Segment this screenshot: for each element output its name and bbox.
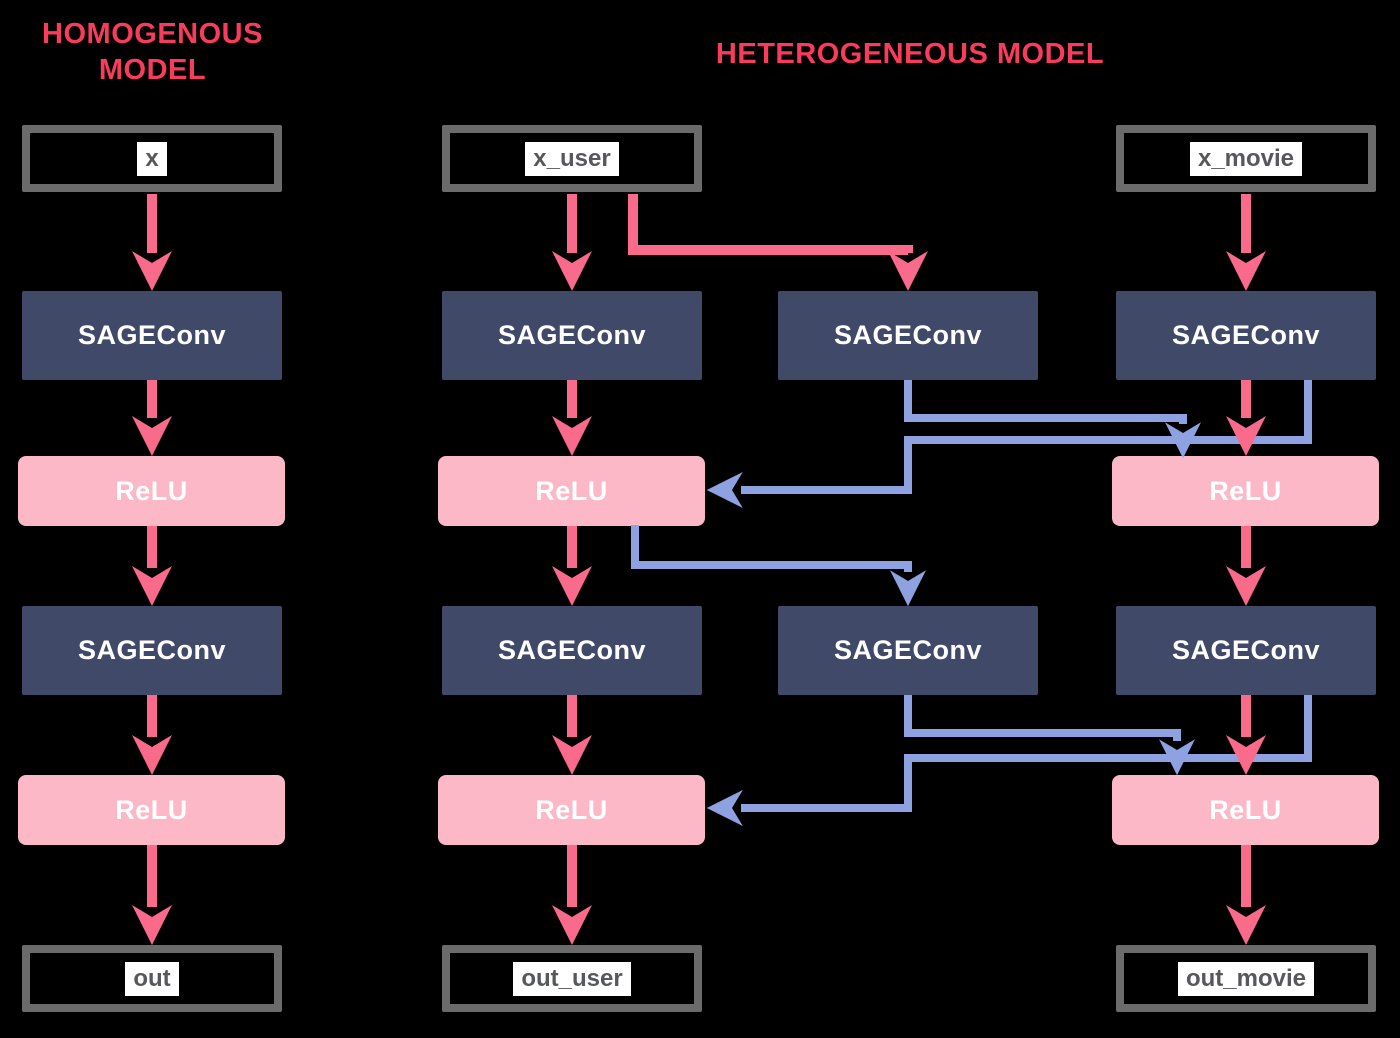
- homogenous-sageconv2-box: SAGEConv: [22, 606, 282, 695]
- user-output-label: out_user: [513, 961, 631, 996]
- homogenous-sageconv1-box: SAGEConv: [22, 291, 282, 380]
- homogenous-input-label: x: [137, 141, 167, 176]
- movie-output-label: out_movie: [1177, 961, 1315, 996]
- edge-sageconv1-box: SAGEConv: [778, 291, 1038, 380]
- homogenous-relu2-box: ReLU: [18, 775, 285, 845]
- movie-input-label: x_movie: [1189, 141, 1303, 176]
- arrow-movie-sageconv2-to-user-relu2: [706, 695, 1312, 826]
- movie-output-box: out_movie: [1116, 945, 1376, 1012]
- arrow-edge-sageconv1-to-movie-relu1: [904, 380, 1201, 459]
- homogenous-output-label: out: [125, 961, 179, 996]
- user-relu2-box: ReLU: [438, 775, 705, 845]
- arrow-user-relu1-to-edge-sageconv2: [631, 525, 926, 607]
- arrow-edge-sageconv2-to-movie-relu2: [904, 695, 1195, 776]
- homogenous-output-box: out: [22, 945, 282, 1012]
- user-sageconv1-box: SAGEConv: [442, 291, 702, 380]
- user-relu1-box: ReLU: [438, 456, 705, 526]
- user-sageconv2-box: SAGEConv: [442, 606, 702, 695]
- movie-relu1-box: ReLU: [1112, 456, 1379, 526]
- heterogeneous-model-title: HETEROGENEOUS MODEL: [715, 38, 1105, 70]
- user-input-label: x_user: [525, 141, 619, 176]
- movie-relu2-box: ReLU: [1112, 775, 1379, 845]
- user-output-box: out_user: [442, 945, 702, 1012]
- arrow-xuser-to-edge-sageconv1: [628, 194, 928, 291]
- movie-sageconv2-box: SAGEConv: [1116, 606, 1376, 695]
- movie-input-box: x_movie: [1116, 125, 1376, 192]
- homogenous-title-line1: HOMOGENOUS: [42, 18, 263, 50]
- user-input-box: x_user: [442, 125, 702, 192]
- homogenous-model-title: HOMOGENOUS MODEL: [0, 16, 305, 88]
- movie-sageconv1-box: SAGEConv: [1116, 291, 1376, 380]
- arrow-movie-sageconv1-to-user-relu1: [706, 380, 1312, 508]
- homogenous-relu1-box: ReLU: [18, 456, 285, 526]
- homogenous-title-line2: MODEL: [98, 54, 207, 86]
- homogenous-input-box: x: [22, 125, 282, 192]
- edge-sageconv2-box: SAGEConv: [778, 606, 1038, 695]
